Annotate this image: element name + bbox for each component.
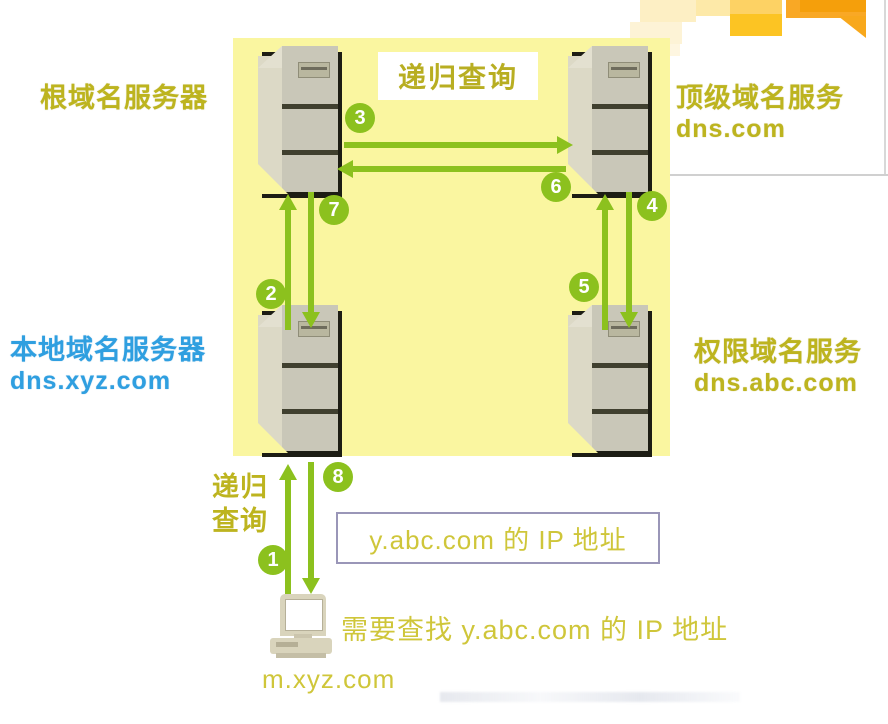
ip-address-answer-label: y.abc.com 的 IP 地址 bbox=[369, 524, 627, 555]
server-drive-bay-1 bbox=[592, 363, 648, 368]
server-drive-bay-1 bbox=[282, 363, 338, 368]
server-icon-tld-dns bbox=[568, 46, 652, 198]
recursive-query-title-box: 递归查询 bbox=[378, 52, 538, 100]
label-authoritative-dns-server-cn: 权限域名服务 bbox=[694, 337, 862, 367]
step-badge-6: 6 bbox=[541, 172, 571, 202]
monitor-stand bbox=[294, 634, 312, 640]
label-root-dns-server: 根域名服务器 bbox=[40, 82, 208, 114]
server-side-panel bbox=[568, 56, 594, 188]
deco-triangle-orange bbox=[838, 16, 866, 38]
deco-right-edge-line bbox=[884, 0, 886, 176]
label-authoritative-dns-server: 权限域名服务 dns.abc.com bbox=[694, 336, 862, 398]
label-client-host: m.xyz.com bbox=[262, 664, 396, 694]
label-tld-dns-server-cn: 顶级域名服务 bbox=[676, 83, 844, 113]
label-authoritative-dns-server-en: dns.abc.com bbox=[694, 369, 858, 397]
server-drive-bay-1 bbox=[592, 104, 648, 109]
server-icon-local-dns bbox=[258, 305, 342, 457]
server-drive-bay-2 bbox=[592, 150, 648, 155]
step-badge-7: 7 bbox=[319, 195, 349, 225]
deco-block-gold-1 bbox=[730, 14, 782, 36]
deco-block-white-gap bbox=[782, 18, 838, 38]
step-badge-3: 3 bbox=[345, 103, 375, 133]
deco-block-orange-2 bbox=[800, 0, 866, 12]
label-root-dns-server-cn: 根域名服务器 bbox=[40, 83, 208, 113]
server-icon-root-dns bbox=[258, 46, 342, 198]
server-drive-bay-2 bbox=[592, 409, 648, 414]
server-drive-bay-1 bbox=[282, 104, 338, 109]
step-badge-5: 5 bbox=[569, 272, 599, 302]
label-tld-dns-server-en: dns.com bbox=[676, 115, 786, 143]
monitor-screen bbox=[285, 599, 323, 631]
label-local-dns-server-cn: 本地域名服务器 bbox=[10, 335, 206, 365]
label-tld-dns-server: 顶级域名服务 dns.com bbox=[676, 82, 844, 144]
deco-block-amber-1 bbox=[730, 0, 782, 18]
recursive-query-title-label: 递归查询 bbox=[397, 62, 518, 93]
step-badge-2: 2 bbox=[256, 279, 286, 309]
step-badge-8: 8 bbox=[323, 462, 353, 492]
step-badge-4: 4 bbox=[637, 191, 667, 221]
recursive-query-caption-line1: 递归 bbox=[212, 472, 268, 502]
client-computer-icon bbox=[268, 594, 334, 660]
recursive-query-caption: 递归 查询 bbox=[212, 470, 268, 538]
step-badge-1: 1 bbox=[258, 545, 288, 575]
page-watermark bbox=[440, 692, 740, 702]
server-side-panel bbox=[258, 56, 284, 188]
deco-bottom-edge-line bbox=[598, 174, 888, 176]
server-nameplate bbox=[298, 62, 330, 78]
drive-slot bbox=[276, 642, 298, 647]
server-nameplate bbox=[608, 62, 640, 78]
ip-address-answer-box: y.abc.com 的 IP 地址 bbox=[336, 512, 660, 564]
deco-block-pale-1 bbox=[640, 0, 696, 22]
server-side-panel bbox=[258, 315, 284, 447]
client-query-text: 需要查找 y.abc.com 的 IP 地址 bbox=[341, 615, 729, 645]
server-side-panel bbox=[568, 315, 594, 447]
server-drive-bay-2 bbox=[282, 150, 338, 155]
computer-foot bbox=[276, 653, 326, 658]
server-drive-bay-2 bbox=[282, 409, 338, 414]
server-icon-authoritative-dns bbox=[568, 305, 652, 457]
label-local-dns-server: 本地域名服务器 dns.xyz.com bbox=[10, 334, 206, 396]
recursive-query-caption-line2: 查询 bbox=[212, 506, 268, 536]
label-local-dns-server-en: dns.xyz.com bbox=[10, 367, 172, 395]
